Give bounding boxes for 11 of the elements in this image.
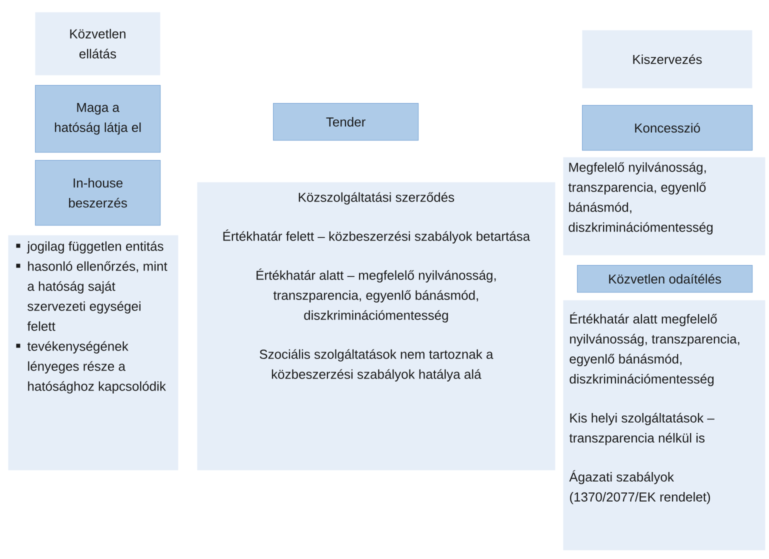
heading-box: In-house beszerzés <box>35 160 161 226</box>
text-panel: Közvetlen ellátás <box>35 12 160 76</box>
text-panel: Közszolgáltatási szerződés Értékhatár felett – közbeszerzési szabályok betartása Értékhatár alatt – megfelelő nyilvánosság, transzparencia, egyenlő bánásmód, diszkriminációmentesség Szociális szolgáltatások nem tartoznak a közbeszerzési szabályok hatálya alá <box>197 182 556 470</box>
heading-box: Közvetlen odaítélés <box>577 265 753 293</box>
heading-box: Maga a hatóság látja el <box>35 85 161 153</box>
text-panel: Értékhatár alatt megfelelő nyilvánosság, transzparencia, egyenlő bánásmód, diszkriminációmentesség Kis helyi szolgáltatások – transzparencia nélkül is Ágazati szabályok (1370/2077/EK rendelet) <box>563 300 766 550</box>
text-panel: Megfelelő nyilvánosság, transzparencia, egyenlő bánásmód, diszkriminációmentesség <box>563 157 766 256</box>
text-panel: jogilag független entitás hasonló ellenőrzés, mint a hatóság saját szervezeti egységei felett tevékenységének lényeges része a hatósághoz kapcsolódik <box>8 235 178 470</box>
heading-box: Tender <box>273 103 419 141</box>
text-panel: Kiszervezés <box>582 30 752 88</box>
heading-box: Koncesszió <box>582 105 753 151</box>
